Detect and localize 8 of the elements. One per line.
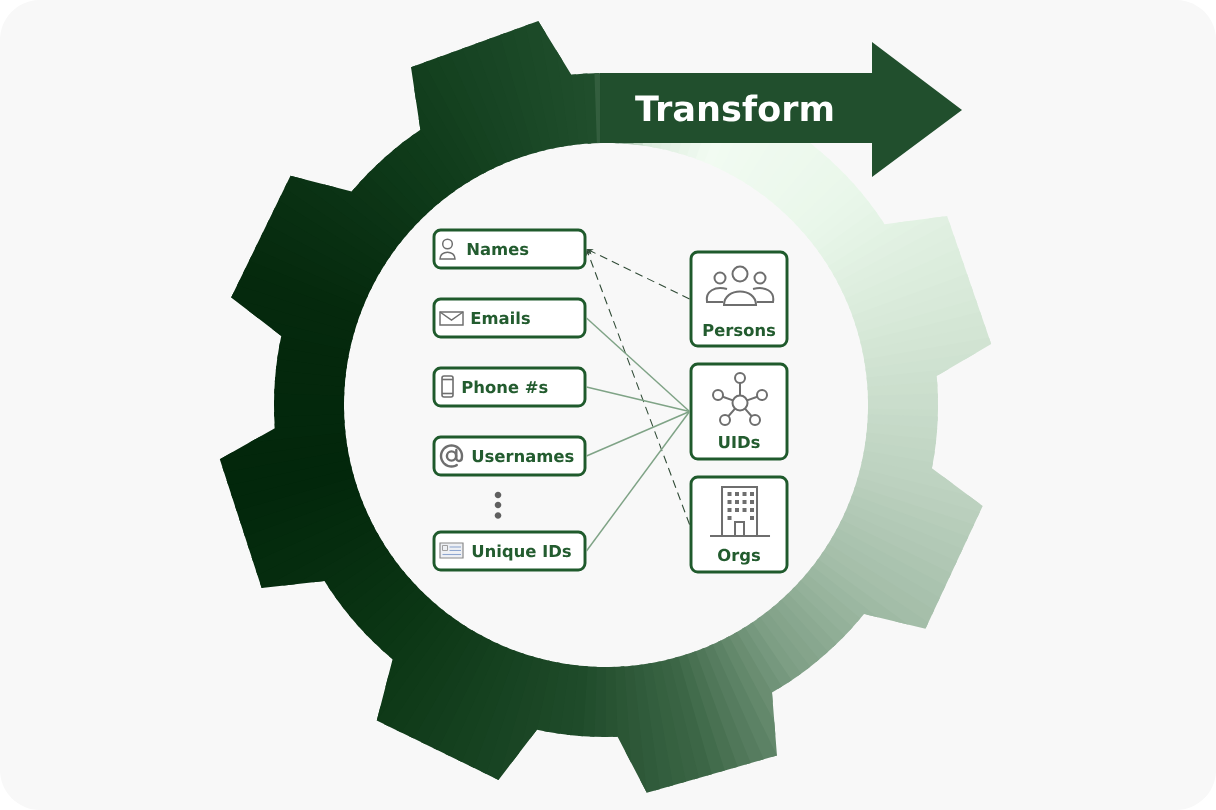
label-box: Names (432, 228, 587, 270)
entity-box: UIDs (689, 362, 789, 461)
label-box: Unique IDs (432, 530, 587, 572)
entity-box: Persons (689, 250, 789, 348)
entity-box: Orgs (689, 475, 789, 574)
label-box: Usernames (432, 435, 587, 477)
label-box: Phone #s (432, 366, 587, 408)
label-box: Emails (432, 297, 587, 339)
